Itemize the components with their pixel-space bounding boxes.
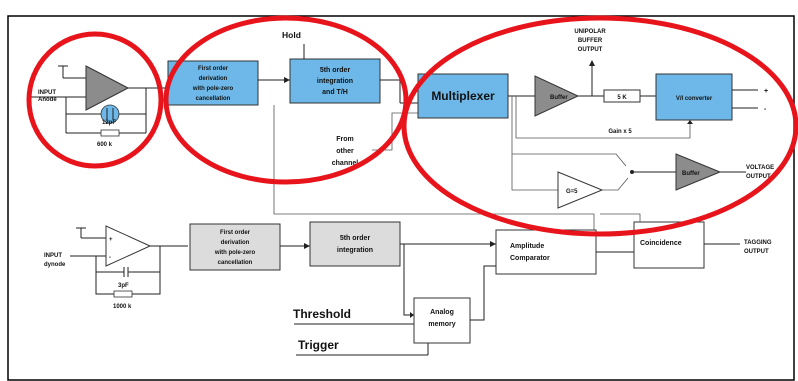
unipolar-line3: OUTPUT (578, 47, 603, 53)
fifth-order-block-top (289, 58, 381, 104)
input-opamp-top (85, 65, 130, 111)
fifth-order-top-line2: integration (317, 78, 353, 85)
from-other-line2: other (336, 148, 354, 155)
svg-text:+: + (109, 237, 113, 243)
trigger-label: Trigger (298, 338, 339, 352)
gain-amp-label: G=5 (566, 189, 578, 195)
res-bottom-label: 1000 k (113, 304, 132, 310)
switch-node (630, 170, 634, 174)
first-order-top-line1: First order (198, 66, 229, 72)
cap-top-label: 12pF (102, 120, 116, 126)
feedback-resistor-top (100, 129, 120, 137)
first-order-bottom-line3: with pole-zero (214, 250, 256, 256)
voltage-switch-wire (511, 96, 627, 167)
first-order-block-bottom (189, 223, 281, 271)
buffer-voltage (675, 153, 722, 191)
from-other-line3: channel (332, 160, 359, 167)
input-opamp-bottom (105, 225, 152, 267)
voltage-output-line2: OUTPUT (746, 174, 771, 180)
vi-converter-label: V/I converter (676, 96, 713, 102)
plus-label: + (764, 88, 768, 95)
multiplexer-label: Multiplexer (431, 89, 495, 103)
comparator-line2: Comparator (510, 255, 550, 262)
feedback-resistor-bottom (113, 290, 133, 298)
threshold-label: Threshold (293, 307, 351, 321)
analog-memory-line1: Analog (430, 309, 454, 316)
first-order-bottom-line4: cancellation (218, 260, 253, 266)
svg-text:-: - (109, 255, 111, 261)
input-anode-label-2: Anode (38, 97, 57, 103)
fifth-order-bottom-line1: 5th order (340, 235, 371, 242)
highlight-ellipse-output (401, 15, 798, 237)
res-top-label: 600 k (97, 142, 113, 148)
gain-feedback-wire (515, 96, 691, 139)
first-order-block-top (167, 60, 259, 106)
gain-amp-output-wire (602, 177, 629, 191)
input-dynode-line1: INPUT (44, 253, 62, 259)
amplitude-comparator-block (495, 229, 597, 275)
gain-amp-input-wire (511, 154, 558, 191)
buffer-voltage-label: Buffer (682, 171, 700, 177)
buffer-unipolar (534, 75, 580, 117)
comparator-line1: Amplitude (510, 243, 544, 250)
top-to-comparator-wire (273, 105, 595, 240)
tagging-output-line1: TAGGING (744, 240, 772, 246)
fifth-order-block-bottom (309, 221, 401, 267)
gain-x5-label: Gain x 5 (608, 129, 632, 135)
fifth-order-top-line1: 5th order (320, 67, 351, 74)
analog-memory-line2: memory (428, 321, 455, 328)
highlight-ellipse-input (26, 31, 164, 169)
first-order-top-line3: with pole-zero (192, 86, 234, 92)
vi-converter-block (655, 73, 733, 121)
multiplexer-block (417, 73, 509, 119)
first-order-bottom-line2: derivation (221, 240, 250, 246)
fifth-order-top-line3: and T/H (322, 89, 348, 96)
coincidence-label: Coincidence (640, 240, 682, 247)
tagging-output-line2: OUTPUT (744, 249, 769, 255)
diagram-frame (7, 15, 795, 381)
unipolar-line1: UNIPOLAR (574, 29, 606, 35)
cap-bottom-label: 3pF (118, 283, 129, 289)
highlight-ellipse-shaping (163, 15, 409, 185)
resistor-5k-label: 5 K (617, 95, 627, 101)
input-anode-label-1: INPUT (38, 90, 56, 96)
gain-amp-g5 (557, 171, 604, 209)
buffer-unipolar-label: Buffer (550, 95, 568, 101)
minus-label: - (764, 106, 767, 113)
first-order-top-line4: cancellation (196, 96, 231, 102)
feedback-capacitor-top (100, 104, 120, 124)
analog-memory-block (413, 297, 471, 344)
input-dynode-line2: dynode (44, 262, 66, 268)
voltage-output-line1: VOLTAGE (746, 165, 774, 171)
first-order-top-line2: derivation (199, 76, 228, 82)
unipolar-line2: BUFFER (578, 38, 603, 44)
first-order-bottom-line1: First order (220, 230, 251, 236)
hold-label: Hold (282, 30, 301, 40)
fifth-order-bottom-line2: integration (337, 247, 373, 254)
from-other-line1: From (336, 136, 354, 143)
